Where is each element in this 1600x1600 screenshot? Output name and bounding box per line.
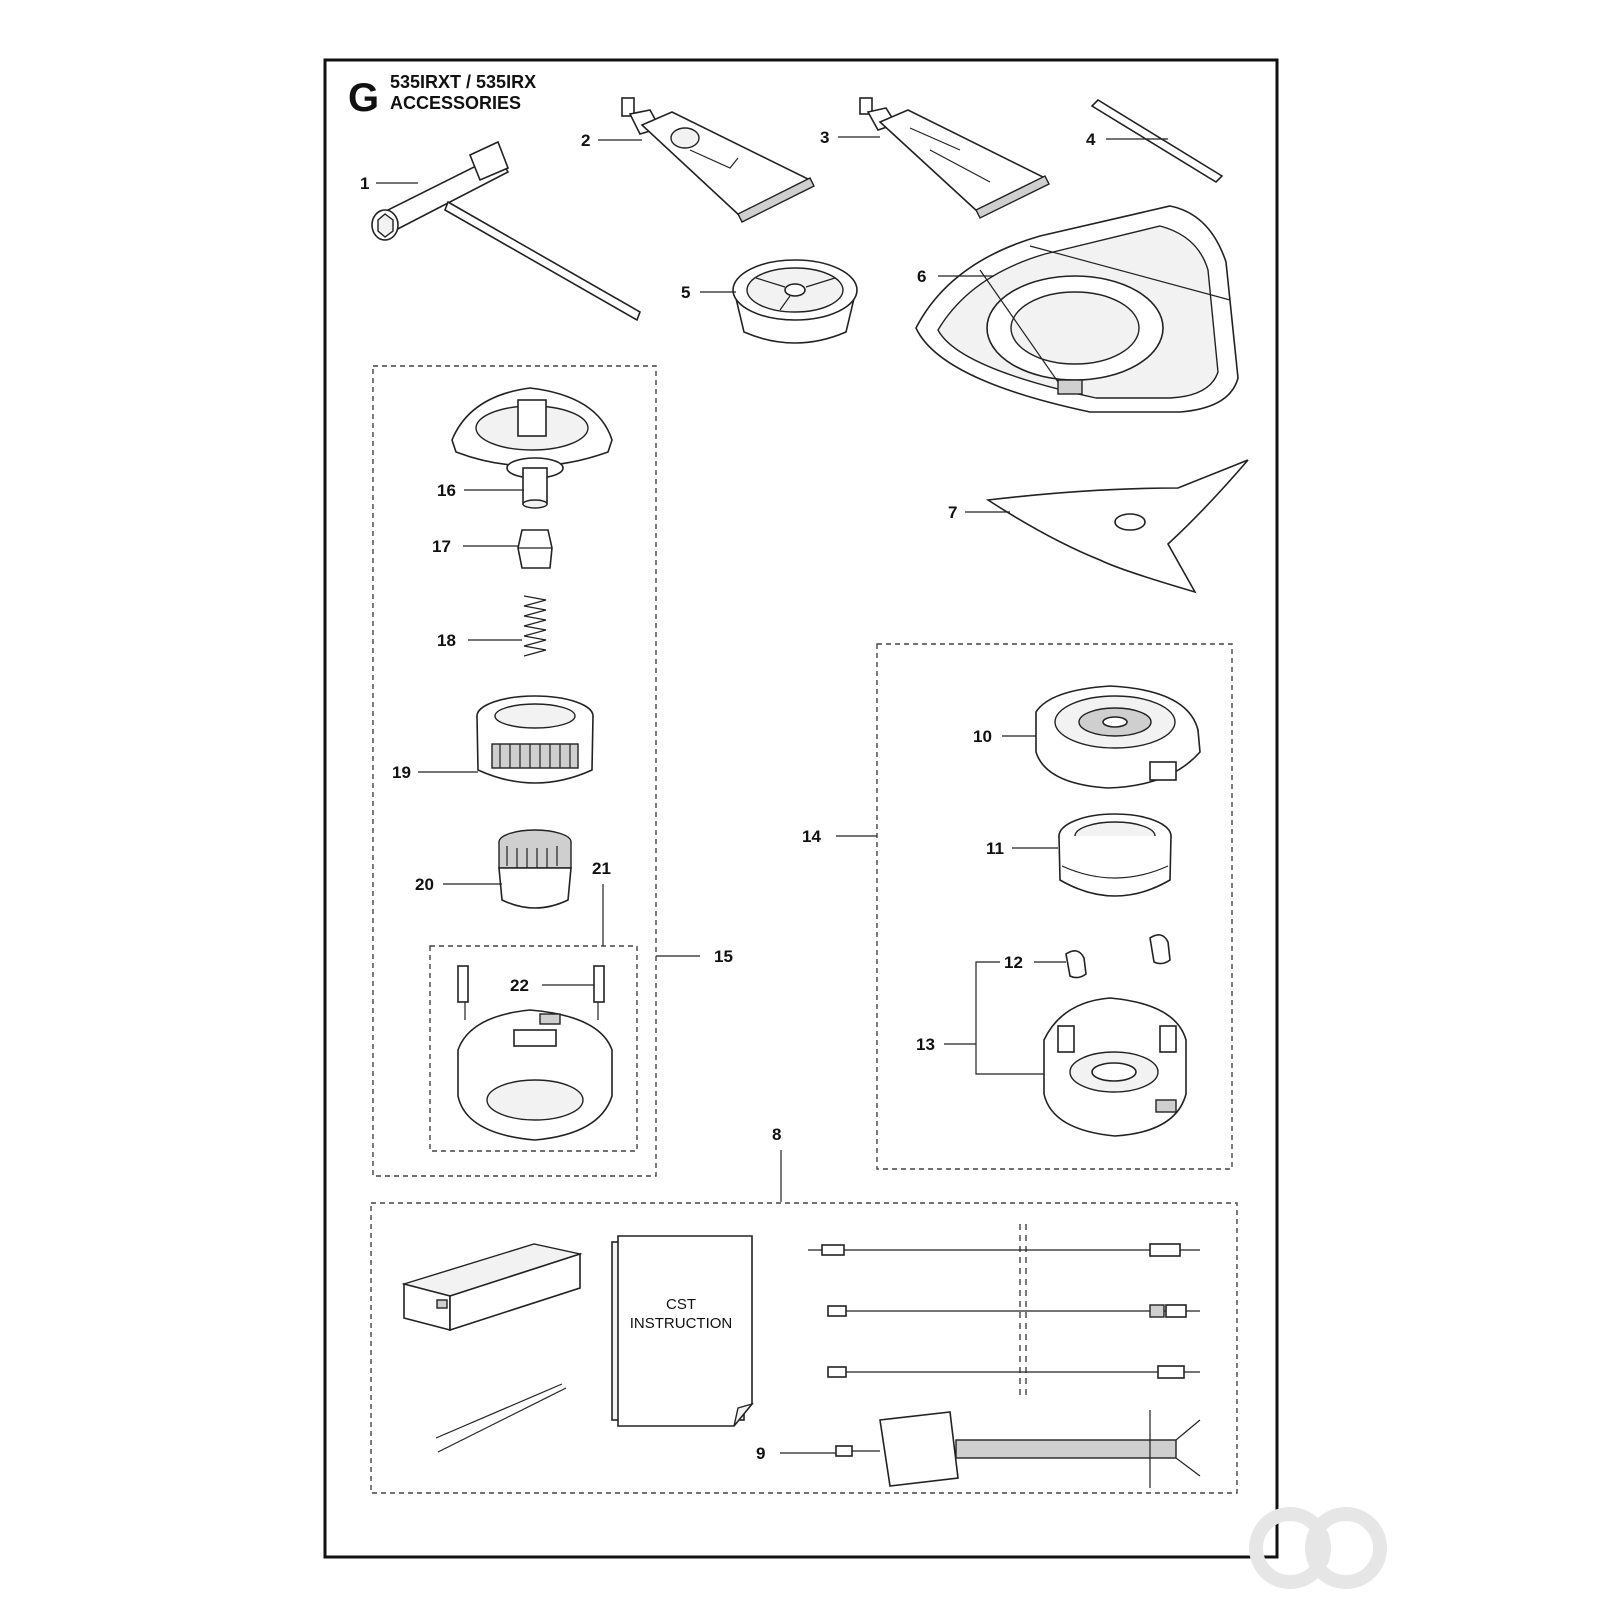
- part-9-wiring-harness: [835, 1410, 1201, 1488]
- part-17-nut: [517, 529, 553, 569]
- kit-instruction-document: CST INSTRUCTION: [611, 1235, 754, 1427]
- callout-15: 15: [714, 947, 733, 966]
- callout-4: 4: [1086, 130, 1096, 149]
- instruction-doc-line1: CST: [666, 1296, 696, 1313]
- group-8-box: [370, 1202, 1238, 1494]
- callout-17: 17: [432, 537, 451, 556]
- part-3-grease-tube: [859, 97, 1050, 219]
- part-12-eyelets: [1065, 934, 1171, 979]
- callout-1: 1: [360, 174, 369, 193]
- part-6-trimmer-guard: [915, 205, 1239, 413]
- callout-12: 12: [1004, 953, 1023, 972]
- diagram-frame: [323, 58, 1279, 1559]
- group-15-box: [372, 365, 657, 1177]
- callout-7: 7: [948, 503, 957, 522]
- part-11-spool: [1058, 813, 1172, 897]
- group-14-box: [876, 643, 1233, 1170]
- callout-20: 20: [415, 875, 434, 894]
- part-1-combination-spanner: [371, 140, 641, 322]
- callout-9: 9: [756, 1444, 765, 1463]
- callout-18: 18: [437, 631, 456, 650]
- part-2-grease-tube: [621, 97, 815, 223]
- callout-19: 19: [392, 763, 411, 782]
- part-7-grass-blade: [985, 459, 1249, 594]
- model-names: 535IRXT / 535IRX: [390, 72, 536, 92]
- brand-logo-watermark: [1249, 1507, 1387, 1589]
- part-18-spring: [523, 595, 547, 657]
- callout-22: 22: [510, 976, 529, 995]
- callout-6: 6: [917, 267, 926, 286]
- kit-cables: [808, 1224, 1200, 1396]
- part-16-cover: [451, 387, 613, 509]
- part-20-knob: [498, 829, 572, 909]
- callout-14: 14: [802, 827, 821, 846]
- callout-2: 2: [581, 131, 590, 150]
- part-19-spool: [476, 695, 594, 784]
- group-21-box: [429, 945, 638, 1152]
- callout-13: 13: [916, 1035, 935, 1054]
- part-13-housing: [1043, 997, 1187, 1137]
- kit-tweezers: [435, 1383, 567, 1453]
- part-10-cover: [1035, 685, 1201, 789]
- part-5-support-cup: [732, 259, 858, 344]
- callout-10: 10: [973, 727, 992, 746]
- kit-battery-box: [401, 1243, 583, 1332]
- callout-8: 8: [772, 1125, 781, 1144]
- part-4-rod: [1090, 98, 1224, 184]
- section-letter: G: [348, 76, 379, 120]
- callout-5: 5: [681, 283, 690, 302]
- section-subtitle: ACCESSORIES: [390, 93, 521, 113]
- callout-21: 21: [592, 859, 611, 878]
- part-21-housing: [457, 1009, 613, 1141]
- callout-3: 3: [820, 128, 829, 147]
- instruction-doc-line2: INSTRUCTION: [630, 1315, 733, 1332]
- part-22-pins: [457, 965, 605, 1020]
- callout-16: 16: [437, 481, 456, 500]
- callout-11: 11: [986, 839, 1004, 858]
